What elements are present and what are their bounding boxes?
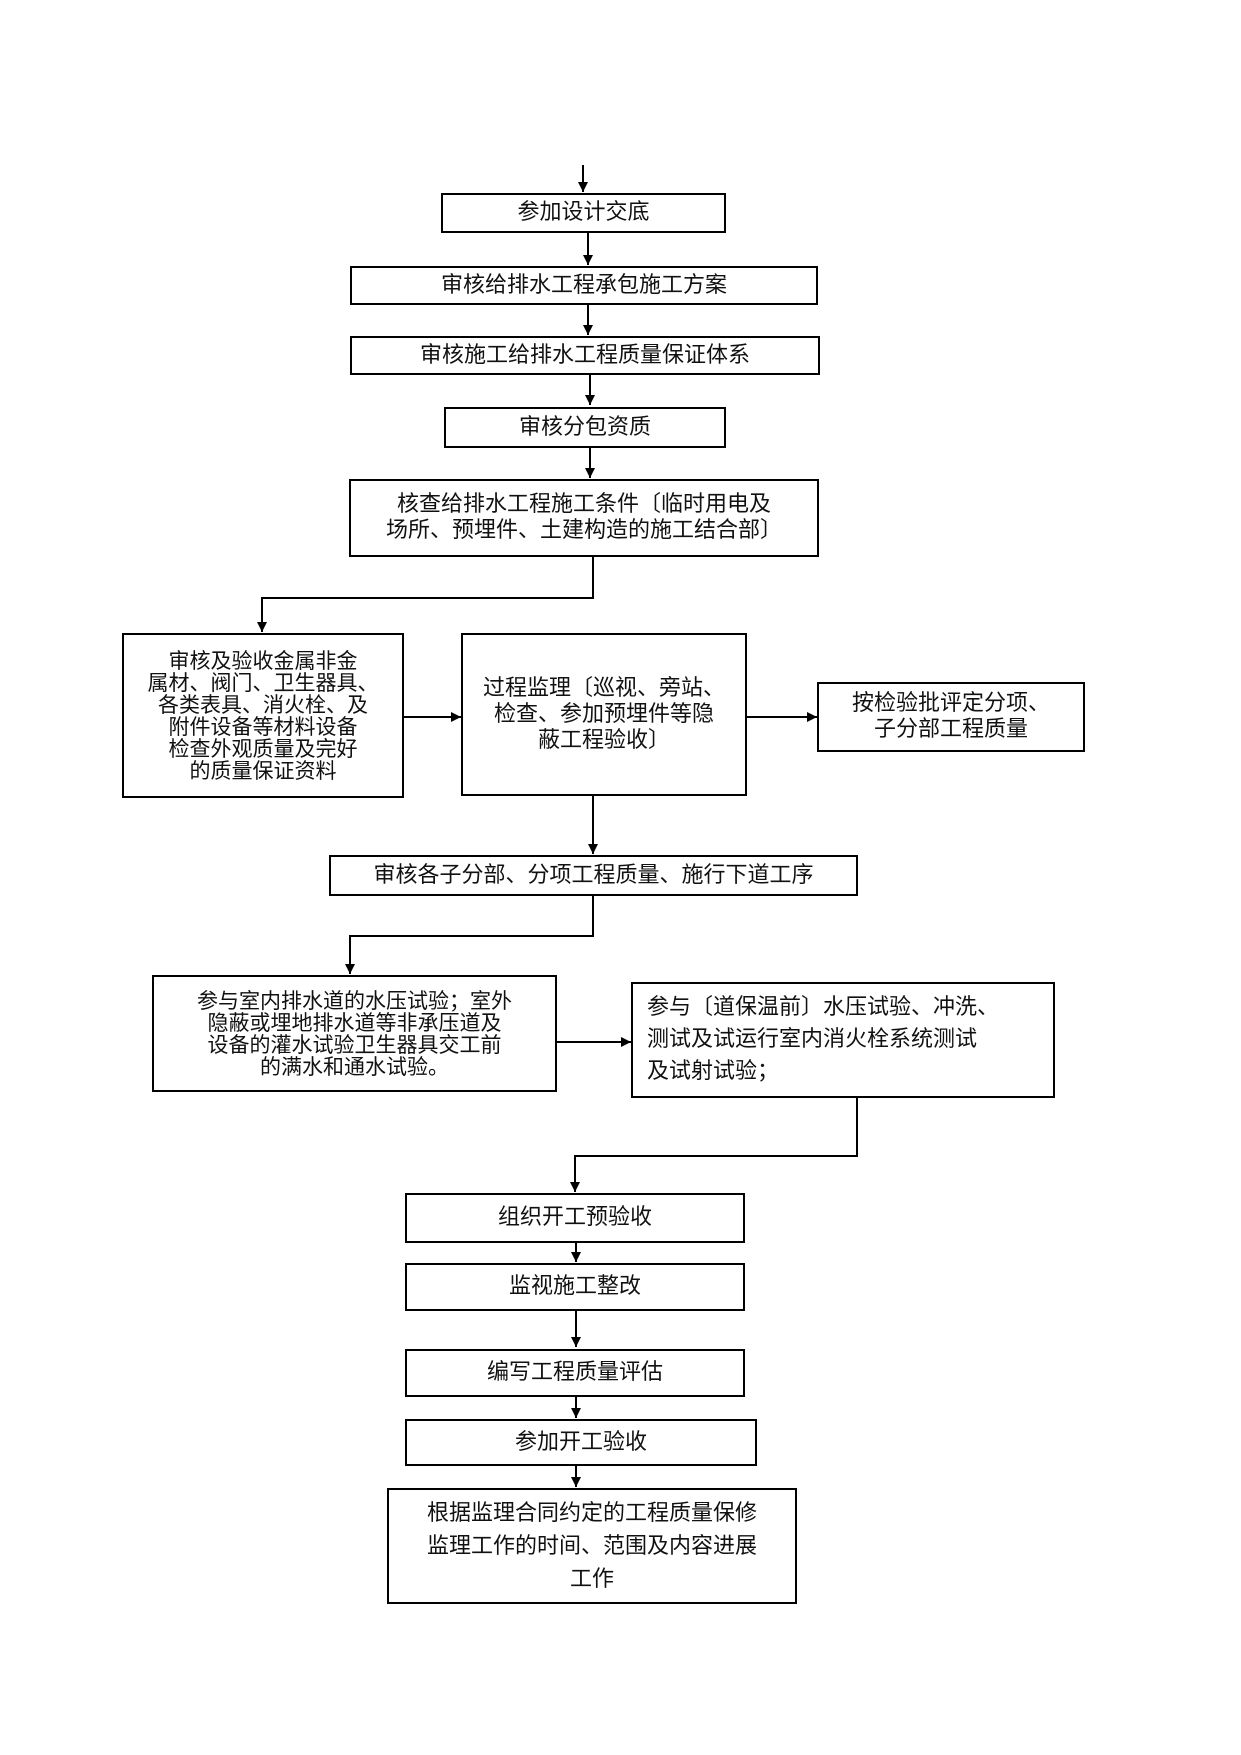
- step-final-acceptance: 参加开工验收: [405, 1419, 757, 1466]
- step-quality-assessment: 编写工程质量评估: [405, 1349, 745, 1397]
- step-process-supervision: 过程监理〔巡视、旁站、 检查、参加预埋件等隐 蔽工程验收〕: [461, 633, 747, 796]
- arrow-s11-s12: [570, 1097, 858, 1192]
- step-material-inspection: 审核及验收金属非金 属材、阀门、卫生器具、 各类表具、消火栓、及 附件设备等材料…: [122, 633, 404, 798]
- step-pre-acceptance: 组织开工预验收: [405, 1193, 745, 1243]
- step-warranty-supervision: 根据监理合同约定的工程质量保修 监理工作的时间、范围及内容进展 工作: [387, 1488, 797, 1604]
- step-review-subdivisions: 审核各子分部、分项工程质量、施行下道工序: [329, 855, 858, 896]
- arrow-s5-s6: [257, 556, 594, 632]
- step-review-construction-plan: 审核给排水工程承包施工方案: [350, 266, 818, 305]
- step-evaluate-subitems: 按检验批评定分项、 子分部工程质量: [817, 682, 1085, 752]
- step-check-site-conditions: 核查给排水工程施工条件〔临时用电及 场所、预埋件、土建构造的施工结合部〕: [349, 479, 819, 557]
- step-review-subcontractor: 审核分包资质: [444, 407, 726, 448]
- step-drainage-tests: 参与室内排水道的水压试验；室外 隐蔽或埋地排水道等非承压道及 设备的灌水试验卫生…: [152, 975, 557, 1092]
- step-design-briefing: 参加设计交底: [441, 193, 726, 233]
- arrow-s9-s10: [345, 895, 594, 974]
- step-monitor-rectification: 监视施工整改: [405, 1263, 745, 1311]
- step-pressure-tests: 参与〔道保温前〕水压试验、冲洗、 测试及试运行室内消火栓系统测试 及试射试验；: [631, 982, 1055, 1098]
- step-review-quality-system: 审核施工给排水工程质量保证体系: [350, 336, 820, 375]
